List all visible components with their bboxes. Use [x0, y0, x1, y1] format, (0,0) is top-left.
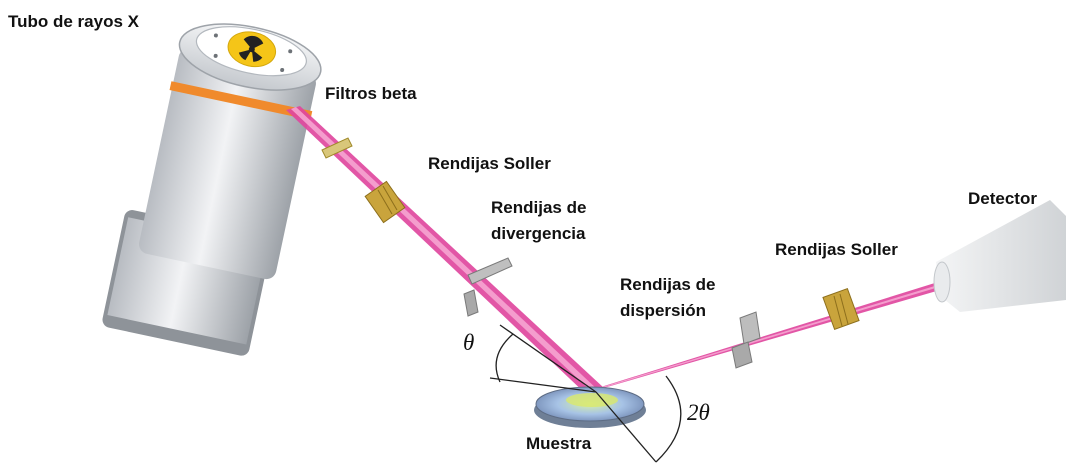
label-sample: Muestra	[526, 434, 592, 453]
label-theta: θ	[463, 330, 475, 355]
detector-icon	[933, 200, 1066, 312]
label-soller-slits-diffracted: Rendijas Soller	[775, 240, 898, 259]
scatter-slits	[731, 311, 761, 369]
label-detector: Detector	[968, 189, 1037, 208]
sample-holder	[534, 386, 646, 428]
soller-slits-incident	[364, 180, 406, 224]
label-scatter-slits-line2: dispersión	[620, 301, 706, 320]
soller-slits-diffracted	[822, 287, 860, 331]
divergence-slits	[463, 257, 513, 317]
label-divergence-slits-line2: divergencia	[491, 224, 586, 243]
incident-beam	[286, 106, 604, 396]
label-divergence-slits-line1: Rendijas de	[491, 198, 587, 217]
label-x-ray-tube: Tubo de rayos X	[8, 12, 139, 31]
label-scatter-slits-line1: Rendijas de	[620, 275, 716, 294]
x-ray-tube-icon	[102, 23, 322, 356]
label-soller-slits-incident: Rendijas Soller	[428, 154, 551, 173]
diffracted-beam	[590, 282, 940, 392]
beta-filter-element	[321, 137, 353, 159]
label-two-theta: 2θ	[687, 400, 710, 425]
label-beta-filters: Filtros beta	[325, 84, 417, 103]
angle-guides	[489, 324, 682, 463]
